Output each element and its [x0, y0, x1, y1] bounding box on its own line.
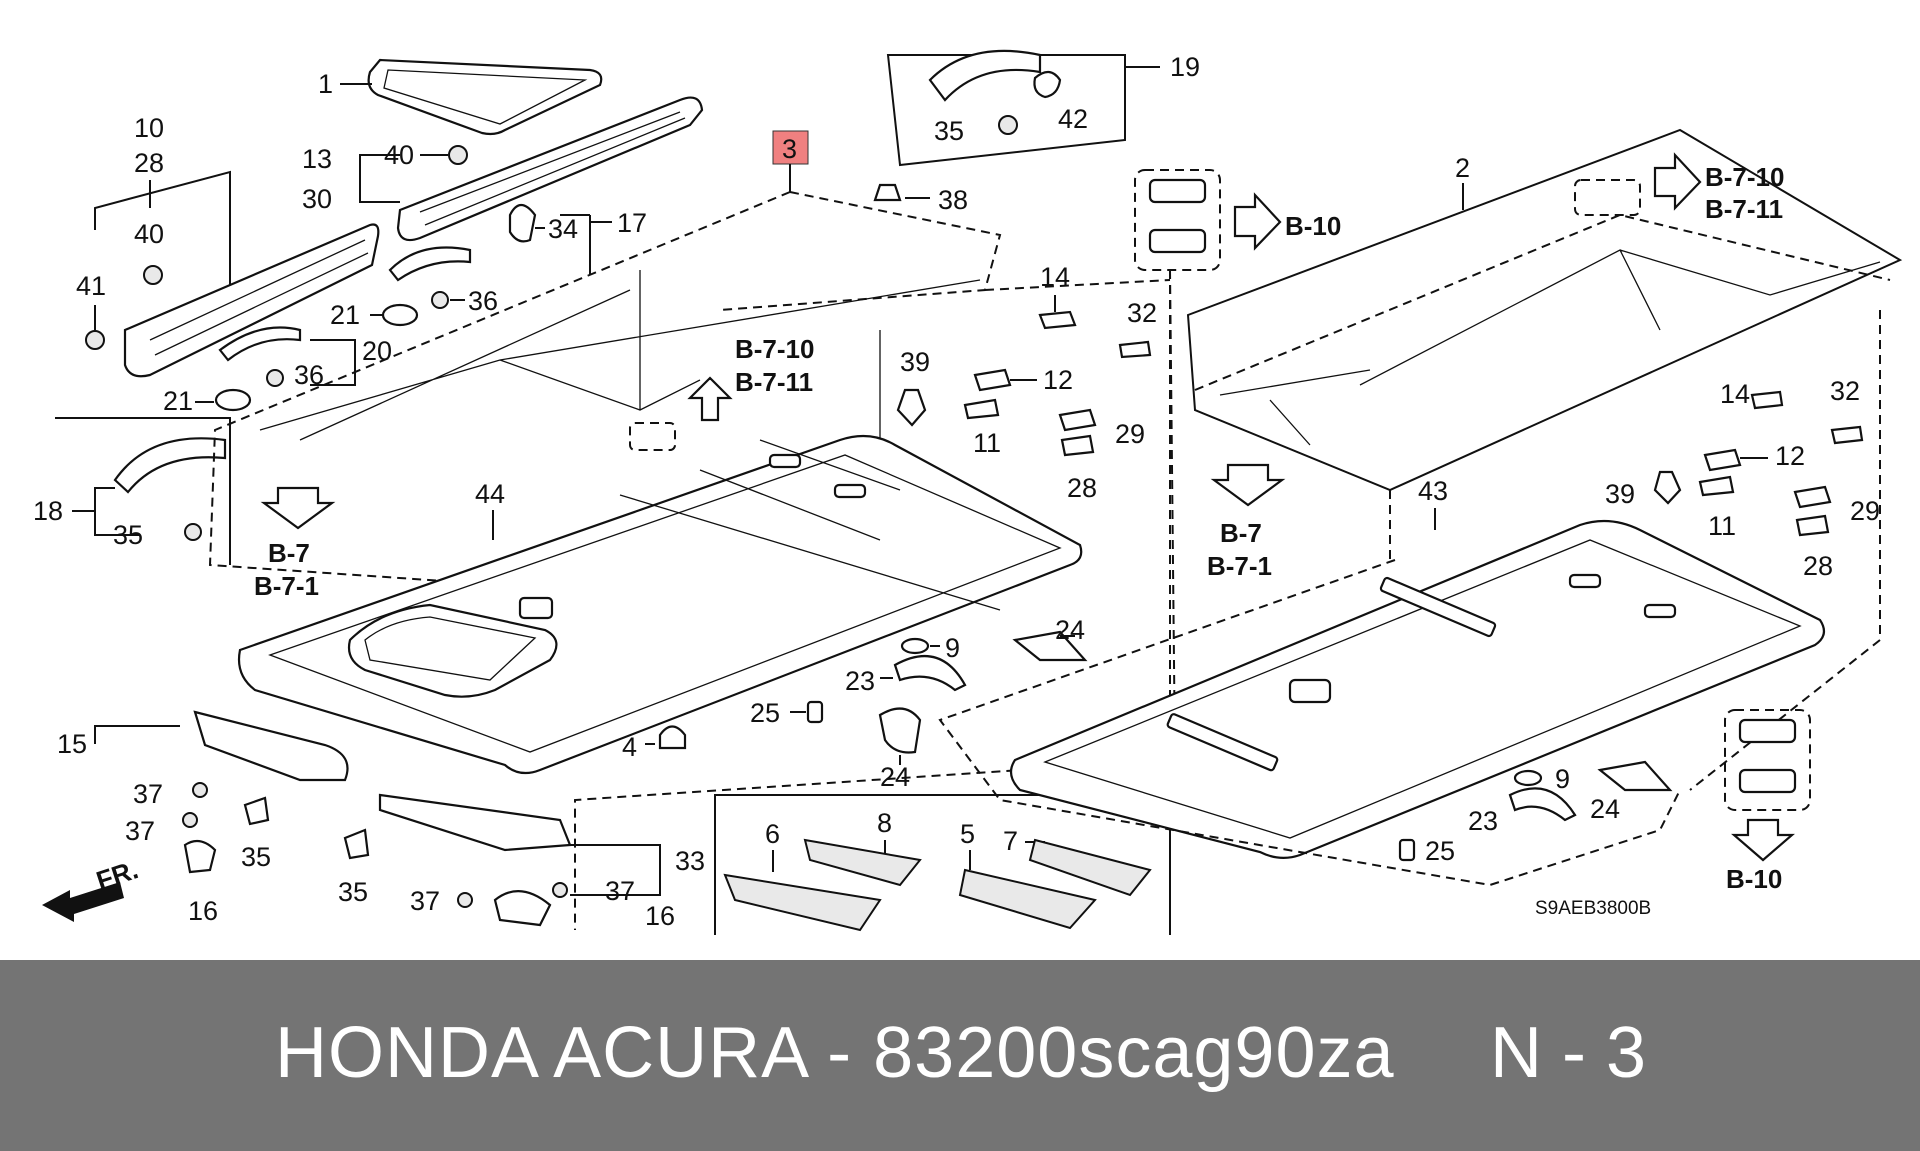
part-label-8: 8	[877, 808, 892, 838]
part-label-39b: 39	[1605, 479, 1635, 509]
part-label-34b: 35	[338, 877, 368, 907]
highlight-marker	[772, 130, 809, 165]
ref-b-7-b: B-7	[1220, 518, 1262, 548]
parts-diagram: 1 17 13 30 40 34 10 28 40 41 36 21 20 36…	[33, 49, 1903, 935]
ref-b-10-b: B-10	[1726, 864, 1782, 894]
ref-b-7-11-b: B-7-11	[1705, 194, 1783, 224]
part-label-34a: 35	[241, 842, 271, 872]
drawing-code: S9AEB3800B	[1535, 898, 1651, 919]
part-label-40a: 40	[384, 140, 414, 170]
footer-bar: HONDA ACURA - 83200scag90za N - 3	[0, 960, 1920, 1151]
side-trim-part	[123, 223, 380, 378]
part-label-37d: 37	[605, 876, 635, 906]
part-label-19: 19	[1170, 52, 1200, 82]
part-label-16a: 16	[188, 896, 218, 926]
part-label-29a: 29	[1115, 419, 1145, 449]
part-label-21b: 21	[163, 386, 193, 416]
part-label-13: 13	[302, 144, 332, 174]
part-label-23a: 23	[845, 666, 875, 696]
part-label-37a: 37	[133, 779, 163, 809]
part-label-43: 43	[1418, 476, 1448, 506]
ref-b-10-a: B-10	[1285, 211, 1341, 241]
part-label-38: 38	[938, 185, 968, 215]
part-label-11b: 11	[1708, 511, 1736, 541]
ref-b-7-10-a: B-7-10	[735, 334, 814, 364]
headliner-left-part	[237, 434, 1083, 775]
part-label-31b: 32	[1830, 376, 1860, 406]
part-label-42: 42	[1058, 104, 1088, 134]
part-label-36b: 36	[294, 360, 324, 390]
part-label-21a: 21	[330, 300, 360, 330]
ref-b-7-1-a: B-7-1	[254, 571, 319, 601]
headliner-right-part	[1009, 519, 1826, 859]
part-label-18: 18	[33, 496, 63, 526]
part-title: HONDA ACURA - 83200scag90za	[275, 1013, 1395, 1093]
part-label-5: 5	[960, 819, 975, 849]
part-label-29b: 29	[1850, 496, 1880, 526]
part-reference: N - 3	[1490, 1013, 1647, 1093]
part-label-31a: 32	[1127, 298, 1157, 328]
part-label-9b: 9	[1555, 764, 1570, 794]
part-label-16b: 16	[645, 901, 675, 931]
roof-rail-part	[396, 96, 704, 242]
part-label-27: 28	[134, 148, 164, 178]
part-label-20: 20	[362, 336, 392, 366]
part-label-33: 34	[548, 214, 578, 244]
part-label-14b: 14	[1720, 379, 1750, 409]
part-label-10: 10	[134, 113, 164, 143]
part-label-25b: 24	[1590, 794, 1620, 824]
part-label-17: 17	[617, 208, 647, 238]
part-label-35b: 35	[934, 116, 964, 146]
ref-b-7-11-a: B-7-11	[735, 367, 813, 397]
part-label-15: 15	[57, 729, 87, 759]
part-label-37b: 37	[125, 816, 155, 846]
part-label-36a: 36	[468, 286, 498, 316]
sunroof-seal-part	[367, 58, 603, 136]
part-label-37c: 37	[410, 886, 440, 916]
part-label-3: 3	[782, 134, 797, 164]
part-label-41: 41	[76, 271, 106, 301]
part-label-44: 44	[475, 479, 505, 509]
front-label: FR.	[93, 854, 142, 895]
part-label-6: 6	[765, 819, 780, 849]
part-label-32: 33	[675, 846, 705, 876]
part-label-30: 30	[302, 184, 332, 214]
part-label-9a: 9	[945, 633, 960, 663]
part-label-28b: 28	[1803, 551, 1833, 581]
part-label-39a: 39	[900, 347, 930, 377]
ref-b-7-a: B-7	[268, 538, 310, 568]
part-label-25a: 24	[1055, 615, 1085, 645]
part-label-35a: 35	[113, 520, 143, 550]
part-label-14a: 14	[1040, 262, 1070, 292]
part-label-4: 4	[622, 732, 637, 762]
part-label-7: 7	[1003, 826, 1018, 856]
part-label-28a: 28	[1067, 473, 1097, 503]
part-label-23b: 23	[1468, 806, 1498, 836]
part-label-12b: 12	[1775, 441, 1805, 471]
front-arrow-icon: FR.	[42, 854, 142, 922]
part-label-26b: 25	[1425, 836, 1455, 866]
part-label-11a: 11	[973, 428, 1001, 458]
part-label-12a: 12	[1043, 365, 1073, 395]
ref-b-7-1-b: B-7-1	[1207, 551, 1272, 581]
part-label-24: 24	[880, 762, 910, 792]
part-label-26a: 25	[750, 698, 780, 728]
part-label-1: 1	[318, 69, 333, 99]
part-label-40b: 40	[134, 219, 164, 249]
part-label-2: 2	[1455, 153, 1470, 183]
ref-b-7-10-b: B-7-10	[1705, 162, 1784, 192]
